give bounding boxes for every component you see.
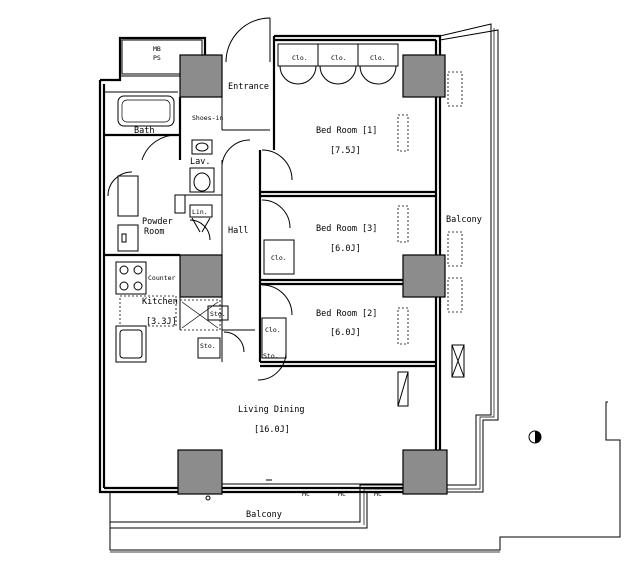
sto-label-2: Sto.	[200, 342, 216, 350]
living-dining-label: Living Dining	[238, 405, 305, 415]
lav-label: Lav.	[190, 157, 210, 167]
mc-label-2: Mc	[338, 490, 346, 498]
balcony-railing-right	[110, 23, 499, 529]
hall-label: Hall	[228, 226, 248, 236]
mbps-label-top: MB	[153, 45, 161, 53]
column-living-left	[177, 449, 223, 495]
exterior-walls	[98, 34, 442, 494]
clo-label-1: Clo.	[292, 54, 308, 62]
sto-label-1: Sto.	[210, 310, 226, 318]
structural-columns	[177, 54, 448, 495]
bedroom1-label: Bed Room [1]	[316, 126, 377, 136]
column-bedroom2	[402, 254, 446, 298]
clo-label-5: Clo.	[265, 326, 281, 334]
lin-label: Lin.	[192, 208, 208, 216]
bedroom3-size: [6.0J]	[330, 244, 361, 254]
shoes-in-label: Shoes-in	[192, 114, 223, 122]
kitchen-size: [3.3J]	[146, 317, 177, 327]
kitchen-label: Kitchen	[142, 297, 178, 307]
mc-label-3: Mc	[374, 490, 382, 498]
balcony-right-label: Balcony	[446, 215, 482, 225]
column-living-right	[402, 449, 448, 495]
lavatory-fixtures	[189, 139, 215, 193]
clo-label-4: Clo.	[271, 254, 287, 262]
bath-label: Bath	[134, 126, 154, 136]
sto-label-3: Sto.	[263, 352, 279, 360]
kitchen-fixtures: Sto. Sto.	[115, 261, 229, 363]
north-arrow-icon	[528, 430, 542, 444]
balcony-outer-bottom	[109, 401, 621, 553]
mbps-label-bottom: PS	[153, 54, 161, 62]
doors	[107, 17, 293, 381]
clo-label-2: Clo.	[331, 54, 347, 62]
bedroom1-walk-in-closet: Clo. Clo. Clo.	[277, 43, 399, 85]
bedroom2-label: Bed Room [2]	[316, 309, 377, 319]
balcony-bottom-label: Balcony	[246, 510, 282, 520]
powder-room-label-1: Powder	[142, 217, 173, 227]
powder-room-fixtures: Lin.	[117, 175, 213, 252]
column-entrance	[179, 54, 223, 98]
clo-label-3: Clo.	[370, 54, 386, 62]
window-markers	[397, 71, 465, 407]
entrance-label: Entrance	[228, 82, 269, 92]
room-labels: Entrance Shoes-in Bath Lav. Powder Room …	[134, 82, 482, 520]
column-bedroom1	[402, 54, 446, 98]
bedroom2-size: [6.0J]	[330, 328, 361, 338]
bedroom2-closet: Clo. Sto.	[261, 317, 287, 360]
mc-label-1: Mc	[302, 490, 310, 498]
column-kitchen	[179, 254, 223, 298]
interior-walls	[104, 90, 436, 368]
bedroom3-closet: Clo.	[263, 239, 295, 275]
bedroom3-label: Bed Room [3]	[316, 224, 377, 234]
counter-label: Counter	[148, 274, 175, 282]
living-sliding-windows: Mc Mc Mc	[205, 479, 403, 501]
powder-room-label-2: Room	[144, 227, 164, 237]
living-dining-size: [16.0J]	[254, 425, 290, 435]
bedroom1-size: [7.5J]	[330, 146, 361, 156]
